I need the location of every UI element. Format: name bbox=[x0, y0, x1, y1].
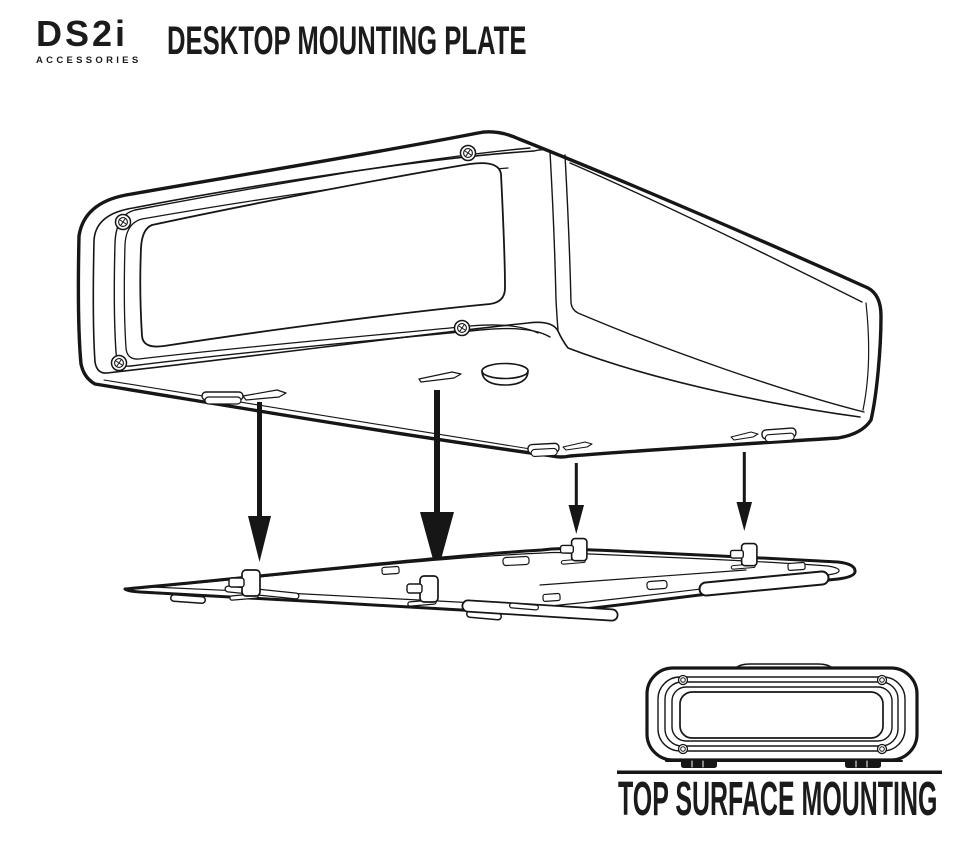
secondary-caption: TOP SURFACE MOUNTING bbox=[618, 773, 938, 826]
mounting-clip bbox=[729, 542, 758, 570]
mounting-plate-illustration bbox=[123, 537, 857, 622]
speaker-front-view-illustration bbox=[617, 663, 942, 774]
page-title: DESKTOP MOUNTING PLATE bbox=[167, 19, 527, 63]
corner-screws bbox=[110, 144, 477, 372]
plate-pockets bbox=[224, 569, 830, 622]
brand-logo: DS2i ACCESSORIES bbox=[36, 13, 142, 67]
mounting-clip bbox=[406, 575, 439, 607]
front-view-screws bbox=[677, 674, 888, 755]
speaker-underside-illustration bbox=[76, 130, 883, 459]
mounting-clip bbox=[559, 537, 588, 565]
arrow-down-icon bbox=[248, 402, 271, 562]
alignment-arrows bbox=[248, 390, 752, 574]
arrow-down-icon bbox=[736, 452, 752, 531]
arrow-down-icon bbox=[568, 463, 584, 534]
speaker-bottom-details bbox=[201, 362, 797, 457]
plate-tabs bbox=[381, 555, 806, 603]
plate-clips bbox=[228, 537, 758, 607]
front-view-feet bbox=[681, 760, 881, 768]
arrow-down-icon bbox=[420, 390, 454, 574]
surface-line bbox=[617, 770, 942, 774]
brand-logo-text: DS2i bbox=[36, 13, 129, 54]
brand-logo-subtext: ACCESSORIES bbox=[36, 55, 142, 66]
mounting-clip bbox=[228, 569, 261, 601]
